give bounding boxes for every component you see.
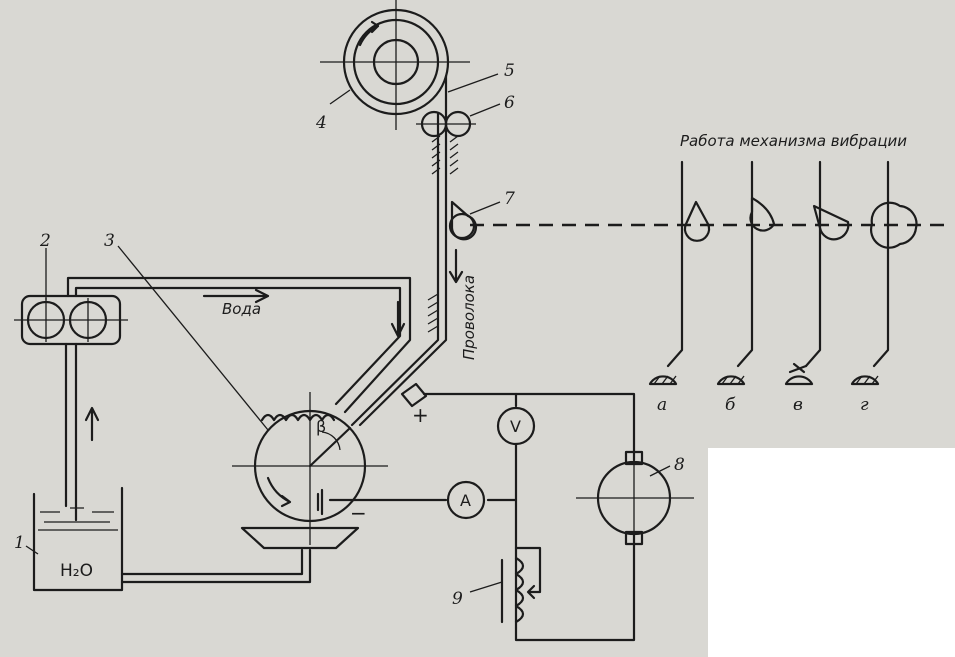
label-5: 5 xyxy=(504,61,515,81)
suction-pipe xyxy=(64,342,78,522)
ammeter xyxy=(446,480,486,520)
phase-label-b: б xyxy=(725,395,736,415)
wire-guide xyxy=(350,112,440,427)
wire-path xyxy=(358,74,448,427)
leader-3 xyxy=(117,245,269,431)
ammeter-label: A xyxy=(460,491,471,510)
leader-7 xyxy=(469,201,501,215)
generator xyxy=(576,448,694,548)
minus-sign: − xyxy=(350,501,367,525)
vibration-cam xyxy=(448,200,478,241)
water-flow-arrow xyxy=(202,288,270,304)
label-4: 4 xyxy=(315,113,327,133)
label-7: 7 xyxy=(504,189,515,209)
beta-label: β xyxy=(316,417,326,436)
leader-8 xyxy=(649,465,671,477)
label-9: 9 xyxy=(452,589,463,609)
wire-spool xyxy=(320,0,470,130)
suction-arrow xyxy=(84,406,100,442)
vibration-phases xyxy=(648,160,918,386)
return-pipe xyxy=(120,548,312,584)
label-8: 8 xyxy=(674,455,685,475)
leader-1 xyxy=(25,545,39,555)
water-label: Вода xyxy=(222,300,261,318)
vibration-title: Работа механизма вибрации xyxy=(680,132,907,150)
water-down-arrow xyxy=(390,300,406,338)
water-pipe-inner xyxy=(74,286,402,406)
label-2: 2 xyxy=(39,231,51,251)
wire-direction-arrow xyxy=(448,248,464,284)
inductor-rheostat xyxy=(500,546,542,624)
coolant-bath xyxy=(240,526,360,550)
label-6: 6 xyxy=(504,93,515,113)
leader-9 xyxy=(469,581,503,593)
workpiece xyxy=(232,392,388,545)
leader-6 xyxy=(469,103,501,117)
plus-sign: + xyxy=(412,403,429,427)
voltmeter xyxy=(496,406,536,446)
feed-rollers xyxy=(416,110,476,175)
electrical-circuit xyxy=(328,392,636,642)
phase-label-c: в xyxy=(793,395,803,415)
phase-label-d: г xyxy=(860,395,869,415)
label-3: 3 xyxy=(104,231,115,251)
leader-4 xyxy=(329,89,351,105)
leader-5 xyxy=(447,73,499,93)
wire-label: Проволока xyxy=(460,275,478,360)
blank-region xyxy=(708,448,955,657)
phase-label-a: а xyxy=(657,395,667,415)
voltmeter-label: V xyxy=(510,417,521,436)
water-pipe-outer xyxy=(66,276,412,414)
electrode-contact xyxy=(400,382,428,408)
ground-symbol xyxy=(316,488,324,516)
water-pump xyxy=(14,294,128,346)
label-1: 1 xyxy=(14,533,25,553)
water-tank xyxy=(32,486,124,592)
h2o-label: H₂O xyxy=(60,561,93,581)
